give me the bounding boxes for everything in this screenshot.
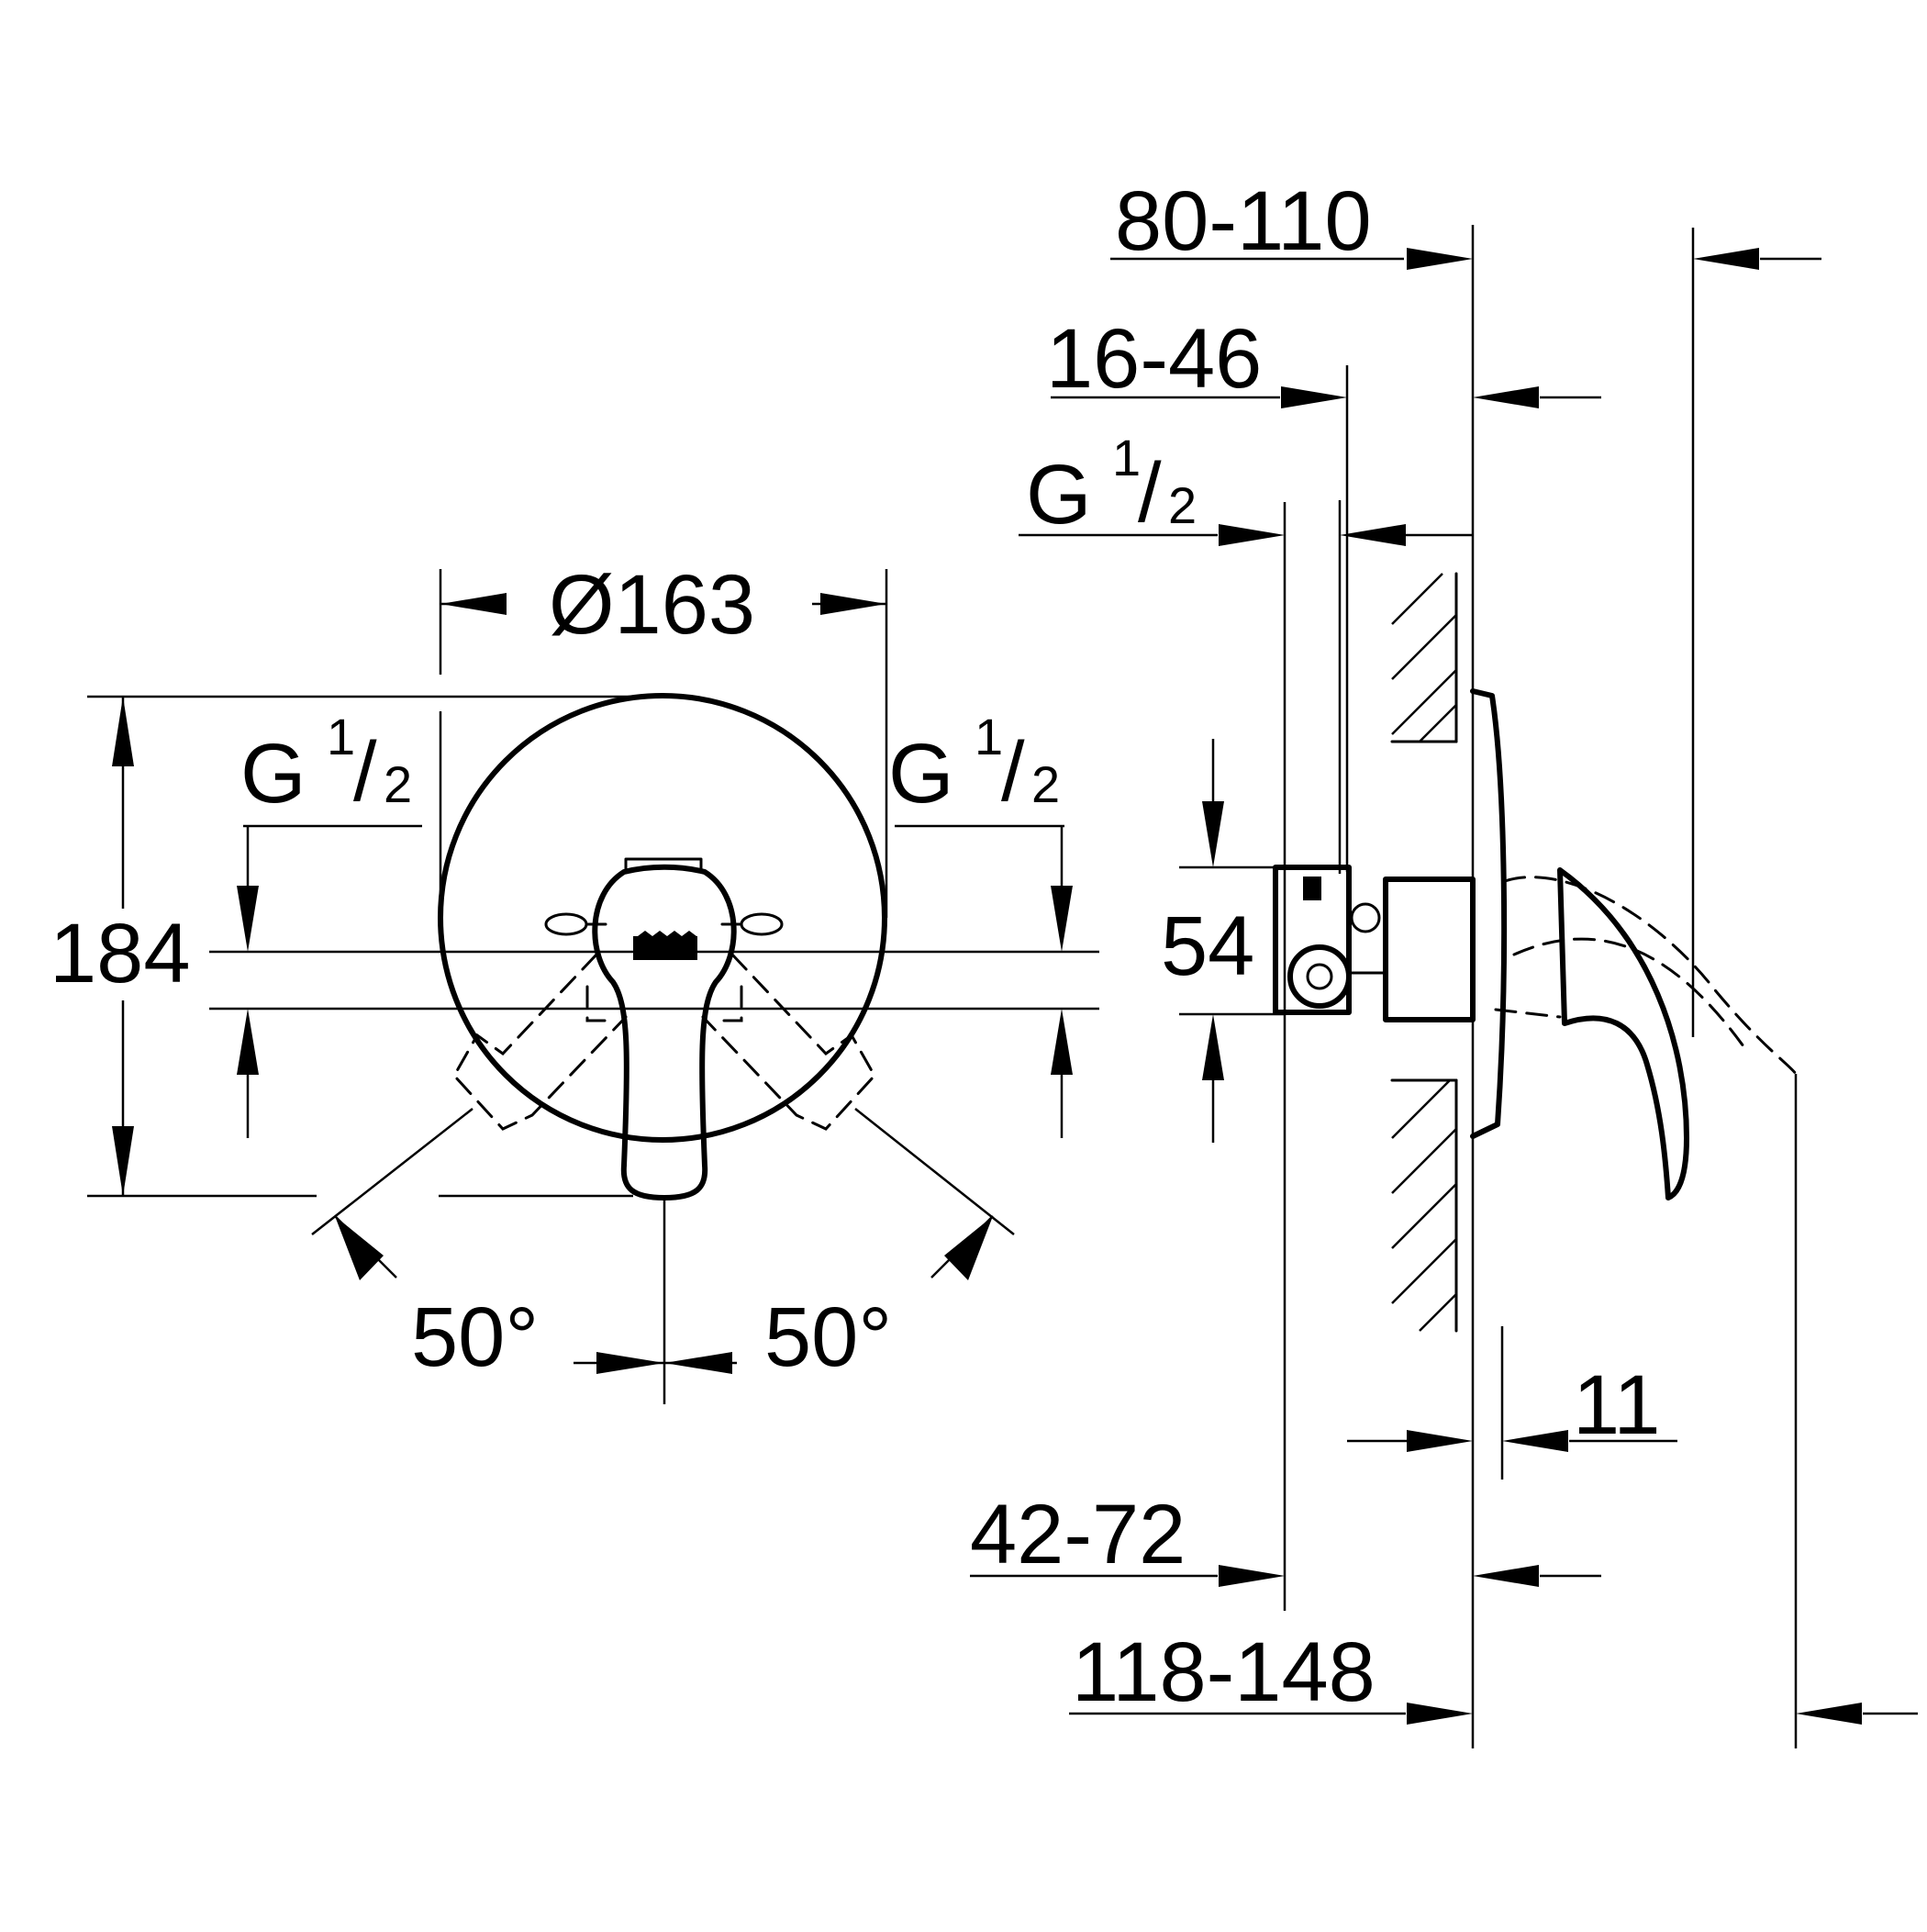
diameter-dimension: Ø163 [440, 558, 886, 652]
connection-left-den: 2 [384, 755, 412, 813]
dim-11-label: 11 [1573, 1358, 1661, 1452]
wall-section [1390, 572, 1458, 1333]
dim-80-110: 80-110 [1110, 174, 1821, 270]
dim-118-148: 118-148 [1069, 1625, 1918, 1725]
angle-right-label: 50° [764, 1290, 892, 1384]
connection-right-letter: G [888, 727, 954, 821]
connection-right-den: 2 [1031, 755, 1060, 813]
valve-body [1273, 865, 1476, 1022]
connection-top-letter: G [1026, 448, 1092, 542]
cover-plate-side [1470, 688, 1508, 1139]
diameter-label: Ø163 [549, 558, 755, 652]
height-dimension: 184 [50, 695, 663, 1198]
lever-handle [544, 857, 784, 1201]
connection-left-slash: / [353, 725, 377, 819]
dim-54-label: 54 [1161, 899, 1254, 993]
connection-right-dimension: G 1 / 2 [888, 708, 1073, 1138]
cover-plate [438, 693, 887, 1143]
dim-42-72: 42-72 [970, 1488, 1601, 1587]
dim-118-148-label: 118-148 [1072, 1625, 1376, 1719]
side-view: 80-110 16-46 G 1 / 2 [970, 174, 1918, 1748]
brand-logo-mark [633, 936, 697, 960]
connection-top-slash: / [1138, 446, 1162, 540]
dim-54: 54 [1161, 739, 1285, 1143]
angle-dimension: 50° 50° [311, 1108, 1015, 1404]
connection-right-slash: / [1001, 725, 1025, 819]
connection-left-letter: G [240, 727, 306, 821]
dim-11: 11 [1347, 1358, 1677, 1452]
connection-left-dimension: G 1 / 2 [237, 708, 422, 1138]
dim-80-110-label: 80-110 [1115, 174, 1372, 268]
angle-left-label: 50° [411, 1290, 539, 1384]
connection-top-num: 1 [1112, 429, 1141, 486]
connection-top-den: 2 [1168, 476, 1197, 534]
front-view: Ø163 184 G 1 / 2 [50, 558, 1099, 1404]
dim-connection-top: G 1 / 2 [1019, 429, 1473, 546]
connection-right-num: 1 [975, 708, 1003, 765]
height-label: 184 [50, 907, 191, 1000]
dim-42-72-label: 42-72 [970, 1488, 1186, 1581]
lever-side [1494, 867, 1798, 1201]
dim-16-46: 16-46 [1046, 312, 1601, 408]
connection-left-num: 1 [327, 708, 355, 765]
rotated-handle-outlines [452, 953, 876, 1131]
dim-16-46-label: 16-46 [1046, 312, 1262, 406]
